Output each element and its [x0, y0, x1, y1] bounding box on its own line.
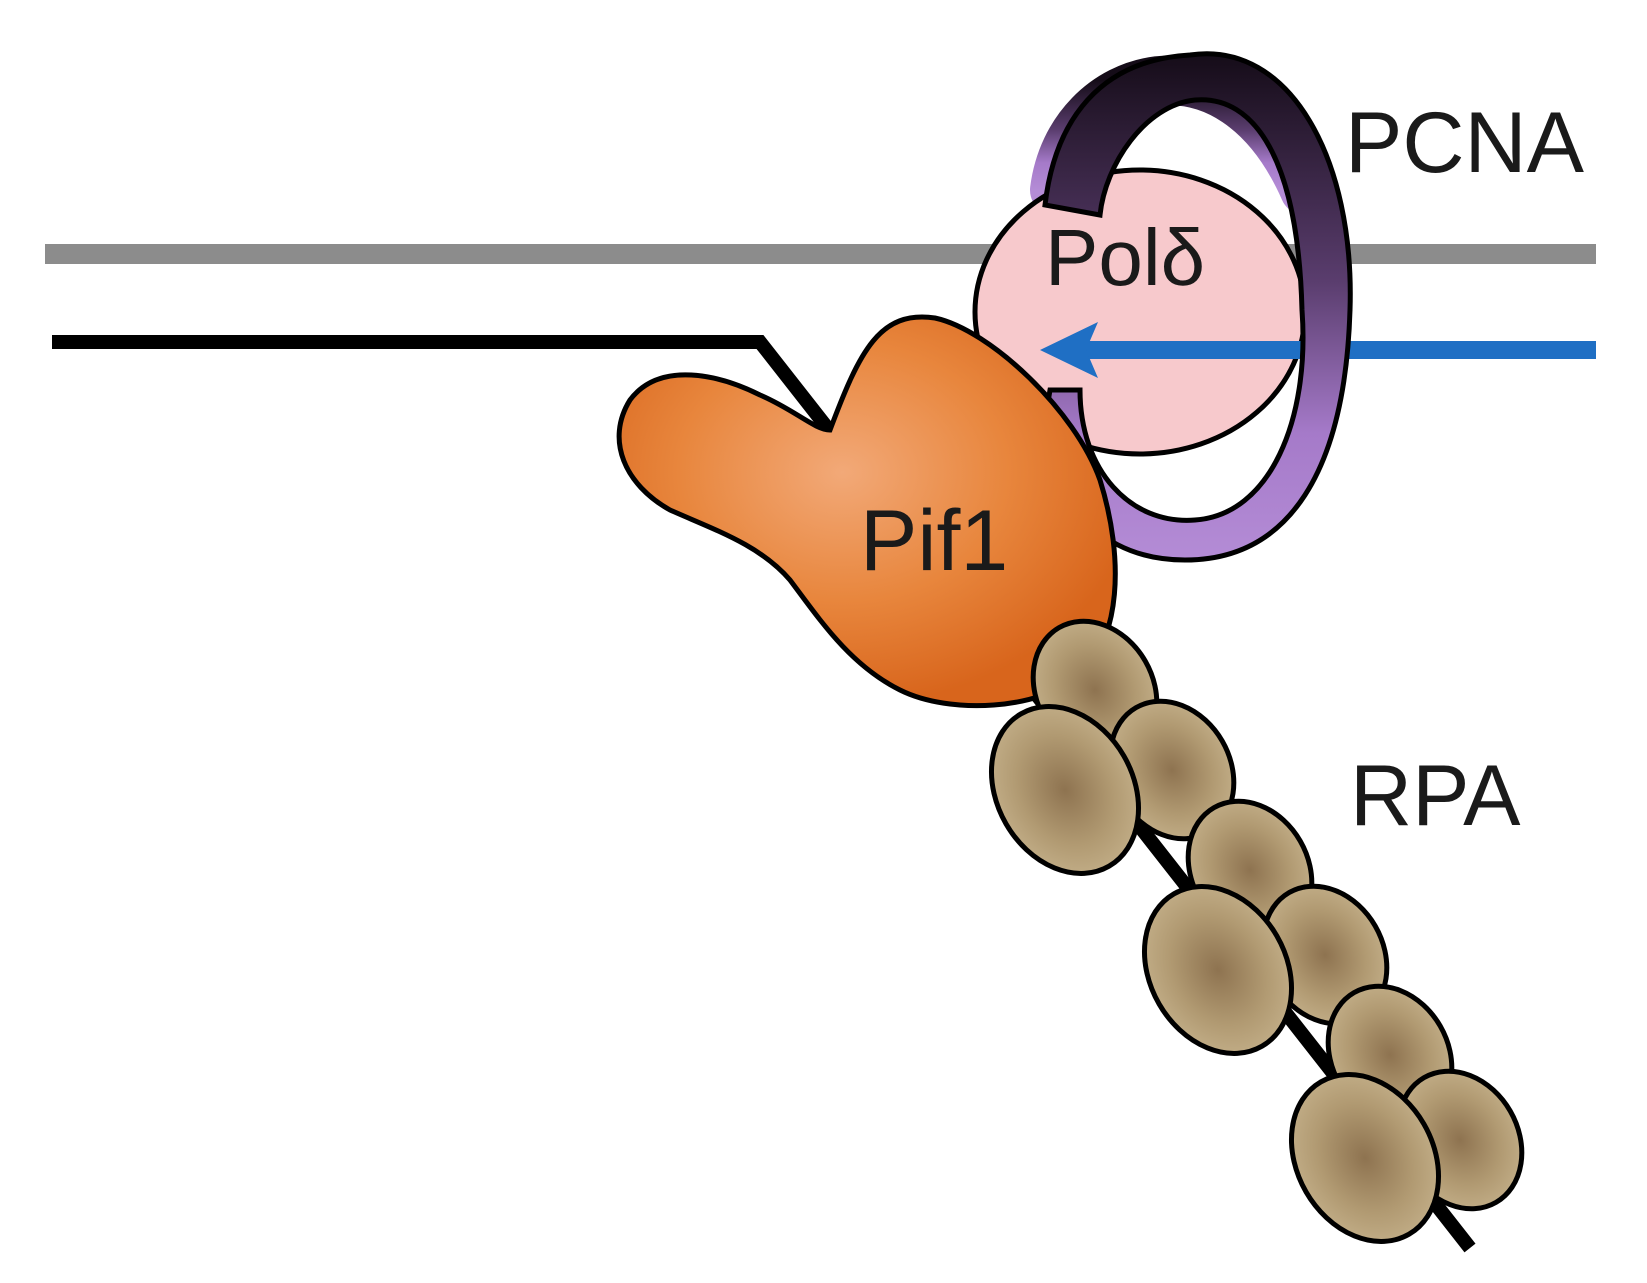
rpa-bead	[988, 704, 1142, 876]
pif1-body	[616, 314, 1118, 709]
pcna-label: PCNA	[1345, 95, 1585, 191]
arrow-icon	[1040, 322, 1098, 378]
pol-delta-label: Polδ	[1045, 213, 1205, 302]
rpa-label: RPA	[1350, 748, 1521, 844]
rpa-bead	[1141, 884, 1295, 1056]
rpa-cluster	[988, 618, 1525, 1244]
pcna-ring	[1042, 51, 1353, 563]
pif1-label: Pif1	[860, 493, 1008, 589]
rpa-bead	[1288, 1072, 1442, 1244]
